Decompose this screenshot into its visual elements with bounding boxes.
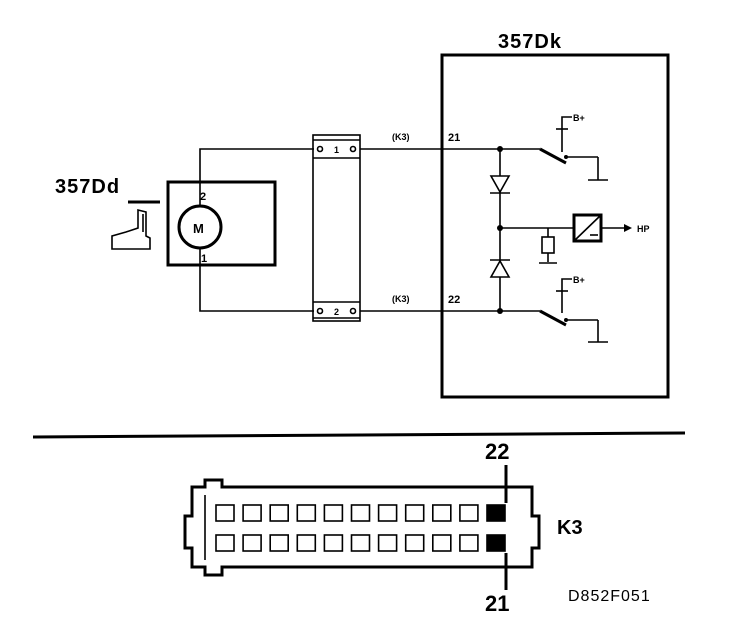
supply-line-top	[561, 116, 572, 152]
relay-switch-icon	[539, 147, 598, 165]
plug-cavity	[296, 534, 317, 552]
connector-tag-top: (K3)	[392, 132, 410, 142]
plug-cavity	[296, 504, 317, 522]
plug-cavity	[459, 504, 479, 522]
wire-motor-top	[199, 148, 314, 182]
plug-cavity	[431, 534, 452, 552]
plug-cavity	[459, 534, 479, 552]
ground-icon	[588, 157, 608, 181]
plug-cavity	[323, 504, 344, 522]
plug-cavity-22	[486, 504, 506, 522]
ground-icon	[588, 320, 608, 343]
plug-cavity	[323, 534, 344, 552]
ecu-label: 357Dk	[498, 31, 562, 53]
plug-cavity	[404, 534, 425, 552]
plug-cavity	[215, 504, 235, 522]
diode-icon	[489, 259, 511, 278]
plug-cavity	[377, 504, 398, 522]
drawing-code: D852F051	[568, 588, 651, 605]
relay-switch-icon	[539, 309, 598, 327]
supply-top: B+	[573, 113, 585, 123]
plug-cavity	[242, 504, 262, 522]
diode-icon	[489, 175, 511, 194]
ecu-pin-21: 21	[448, 132, 460, 144]
motor-unit-label: 357Dd	[55, 176, 120, 198]
supply-bottom: B+	[573, 275, 585, 285]
section-divider	[32, 431, 686, 439]
inline-connector	[312, 134, 361, 322]
seat-icon	[111, 208, 151, 250]
plug-cavity	[242, 534, 262, 552]
connector-plug-icon	[183, 478, 541, 577]
plug-cavity	[215, 534, 235, 552]
hbridge-icon	[572, 213, 603, 243]
supply-line-bottom	[561, 278, 572, 313]
plug-cavity	[269, 534, 290, 552]
plug-pin-21: 21	[485, 591, 509, 616]
ecu-pin-22: 22	[448, 294, 460, 306]
plug-cavity	[431, 504, 452, 522]
ecu-box	[440, 53, 670, 399]
output-label: HP	[637, 224, 650, 234]
motor-pin-2: 2	[200, 191, 206, 203]
resistor-icon	[539, 228, 557, 264]
inline-pin-1: 1	[334, 145, 339, 155]
plug-cavity	[350, 504, 371, 522]
inline-pin-2: 2	[334, 307, 339, 317]
plug-cavity	[377, 534, 398, 552]
motor-pin-1: 1	[201, 253, 207, 265]
plug-cavity-21	[486, 534, 506, 552]
plug-cavity	[404, 504, 425, 522]
plug-cavity	[350, 534, 371, 552]
plug-cells	[215, 504, 506, 552]
motor-symbol: M	[193, 221, 204, 236]
wire-motor-bottom	[199, 265, 314, 312]
plug-label: K3	[557, 517, 583, 539]
connector-tag-bottom: (K3)	[392, 294, 410, 304]
plug-pin-22: 22	[485, 439, 509, 464]
motor-unit-box	[166, 180, 277, 267]
output-arrow-icon	[624, 224, 632, 232]
plug-cavity	[269, 504, 290, 522]
